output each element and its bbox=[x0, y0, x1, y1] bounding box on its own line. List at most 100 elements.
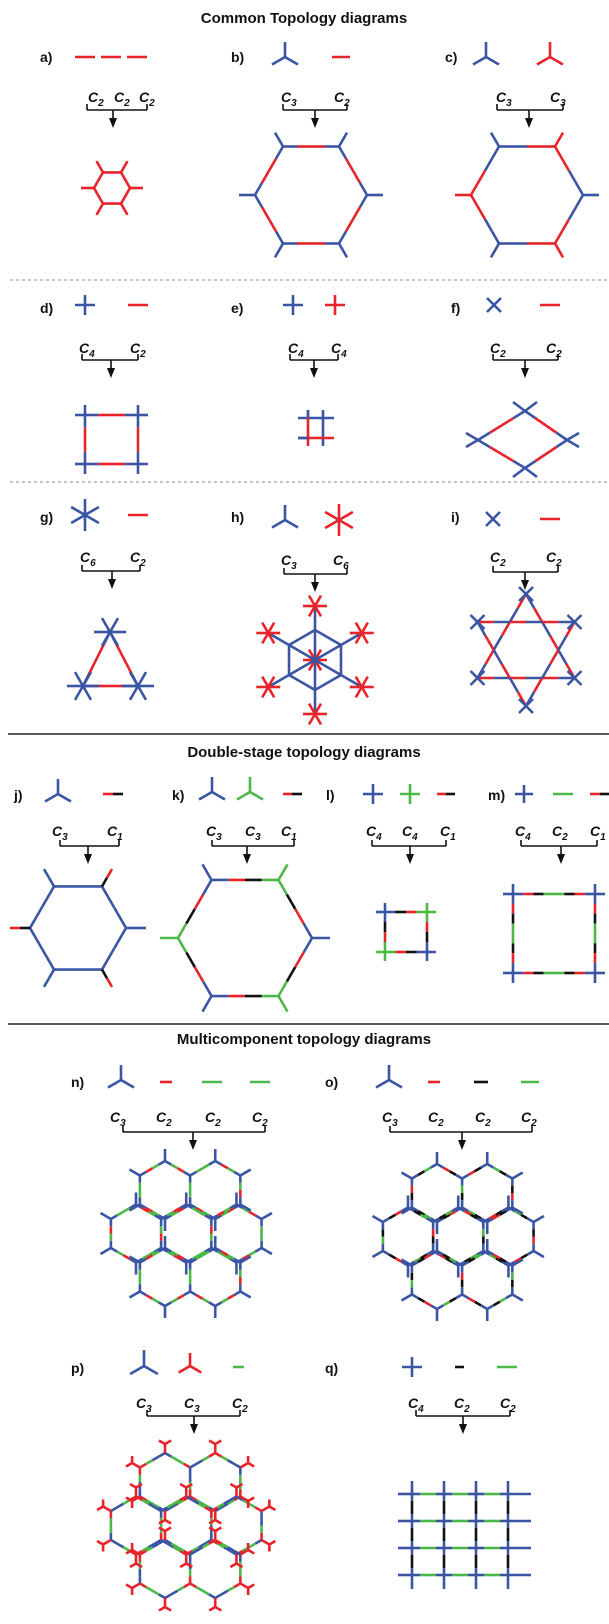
svg-text:C2: C2 bbox=[490, 340, 506, 360]
sym-g: C6 C2 bbox=[80, 549, 146, 569]
sym-n: C3 C2 C2 C2 bbox=[110, 1109, 268, 1129]
sym-b: C3 C2 bbox=[281, 89, 350, 109]
svg-text:C2: C2 bbox=[546, 549, 562, 569]
svg-text:C3: C3 bbox=[382, 1109, 398, 1129]
panel-label-c: c) bbox=[445, 49, 457, 65]
svg-text:C3: C3 bbox=[184, 1395, 200, 1415]
svg-text:C1: C1 bbox=[440, 823, 456, 843]
svg-text:C6: C6 bbox=[333, 552, 349, 572]
svg-text:C2: C2 bbox=[205, 1109, 221, 1129]
svg-text:C3: C3 bbox=[496, 89, 512, 109]
sym-m: C4 C2 C1 bbox=[515, 823, 606, 843]
panel-label-i: i) bbox=[451, 509, 460, 525]
svg-text:C2: C2 bbox=[232, 1395, 248, 1415]
svg-text:C3: C3 bbox=[281, 89, 297, 109]
sym-o: C3 C2 C2 C2 bbox=[382, 1109, 537, 1129]
panel-c bbox=[455, 42, 599, 259]
panel-d bbox=[75, 295, 148, 474]
diagram-layer bbox=[10, 42, 609, 1612]
section-title-double-stage: Double-stage topology diagrams bbox=[187, 744, 420, 761]
panel-label-d: d) bbox=[40, 300, 53, 316]
sym-j: C3 C1 bbox=[52, 823, 123, 843]
sym-l: C4 C4 C1 bbox=[366, 823, 456, 843]
panel-l bbox=[363, 784, 455, 961]
svg-text:C1: C1 bbox=[107, 823, 123, 843]
panel-q bbox=[398, 1357, 531, 1589]
panel-p bbox=[96, 1350, 277, 1612]
svg-text:C1: C1 bbox=[590, 823, 606, 843]
svg-text:C2: C2 bbox=[490, 549, 506, 569]
sym-f: C2 C2 bbox=[490, 340, 562, 360]
sym-c: C3 C3 bbox=[496, 89, 566, 109]
section-title-multicomponent: Multicomponent topology diagrams bbox=[177, 1031, 431, 1048]
panel-label-k: k) bbox=[172, 787, 184, 803]
panel-label-p: p) bbox=[71, 1360, 84, 1376]
svg-text:C2: C2 bbox=[130, 549, 146, 569]
svg-text:C2: C2 bbox=[156, 1109, 172, 1129]
panel-label-o: o) bbox=[325, 1074, 338, 1090]
svg-text:C2: C2 bbox=[114, 89, 130, 109]
svg-text:C2: C2 bbox=[130, 340, 146, 360]
panel-n bbox=[99, 1065, 273, 1318]
svg-text:C3: C3 bbox=[136, 1395, 152, 1415]
panel-label-a: a) bbox=[40, 49, 52, 65]
sym-k: C3 C3 C1 bbox=[206, 823, 297, 843]
svg-text:C2: C2 bbox=[88, 89, 104, 109]
svg-text:C2: C2 bbox=[500, 1395, 516, 1415]
panel-b bbox=[239, 42, 383, 259]
svg-text:C3: C3 bbox=[281, 552, 297, 572]
section-title-common: Common Topology diagrams bbox=[201, 10, 407, 27]
panel-label-j: j) bbox=[13, 787, 23, 803]
panel-o bbox=[371, 1065, 545, 1321]
panel-label-e: e) bbox=[231, 300, 243, 316]
panel-i bbox=[469, 511, 583, 714]
sym-d: C4 C2 bbox=[79, 340, 146, 360]
svg-text:C2: C2 bbox=[546, 340, 562, 360]
panel-label-l: l) bbox=[326, 787, 335, 803]
panel-label-f: f) bbox=[451, 300, 460, 316]
sym-h: C3 C6 bbox=[281, 552, 349, 572]
panel-a bbox=[75, 55, 148, 216]
svg-text:C2: C2 bbox=[521, 1109, 537, 1129]
panel-j bbox=[10, 779, 146, 988]
panel-m bbox=[503, 785, 609, 983]
svg-text:C2: C2 bbox=[252, 1109, 268, 1129]
sym-q: C4 C2 C2 bbox=[408, 1395, 516, 1415]
panel-label-h: h) bbox=[231, 509, 244, 525]
svg-text:C2: C2 bbox=[552, 823, 568, 843]
svg-text:C3: C3 bbox=[206, 823, 222, 843]
svg-text:C4: C4 bbox=[408, 1395, 424, 1415]
svg-text:C2: C2 bbox=[334, 89, 350, 109]
sym-i: C2 C2 bbox=[490, 549, 562, 569]
svg-text:C3: C3 bbox=[110, 1109, 126, 1129]
svg-text:C4: C4 bbox=[402, 823, 418, 843]
svg-text:C4: C4 bbox=[366, 823, 382, 843]
svg-text:C3: C3 bbox=[52, 823, 68, 843]
panel-g bbox=[67, 499, 154, 701]
panel-e bbox=[283, 295, 345, 446]
svg-text:C2: C2 bbox=[475, 1109, 491, 1129]
svg-text:C4: C4 bbox=[331, 340, 347, 360]
svg-text:C1: C1 bbox=[281, 823, 297, 843]
panel-label-m: m) bbox=[488, 787, 505, 803]
svg-text:C4: C4 bbox=[288, 340, 304, 360]
svg-text:C6: C6 bbox=[80, 549, 96, 569]
panel-label-q: q) bbox=[325, 1360, 338, 1376]
svg-text:C2: C2 bbox=[428, 1109, 444, 1129]
sym-e: C4 C4 bbox=[288, 340, 347, 360]
panel-label-n: n) bbox=[71, 1074, 84, 1090]
panel-label-g: g) bbox=[40, 509, 53, 525]
svg-text:C4: C4 bbox=[79, 340, 95, 360]
svg-text:C3: C3 bbox=[245, 823, 261, 843]
panel-h bbox=[256, 504, 374, 726]
panel-f bbox=[465, 297, 580, 479]
svg-text:C2: C2 bbox=[139, 89, 155, 109]
svg-text:C2: C2 bbox=[454, 1395, 470, 1415]
panel-label-b: b) bbox=[231, 49, 244, 65]
sym-p: C3 C3 C2 bbox=[136, 1395, 248, 1415]
panel-k bbox=[160, 777, 330, 1013]
svg-text:C3: C3 bbox=[550, 89, 566, 109]
svg-text:C4: C4 bbox=[515, 823, 531, 843]
sym-a: C2 C2 C2 bbox=[88, 89, 155, 109]
